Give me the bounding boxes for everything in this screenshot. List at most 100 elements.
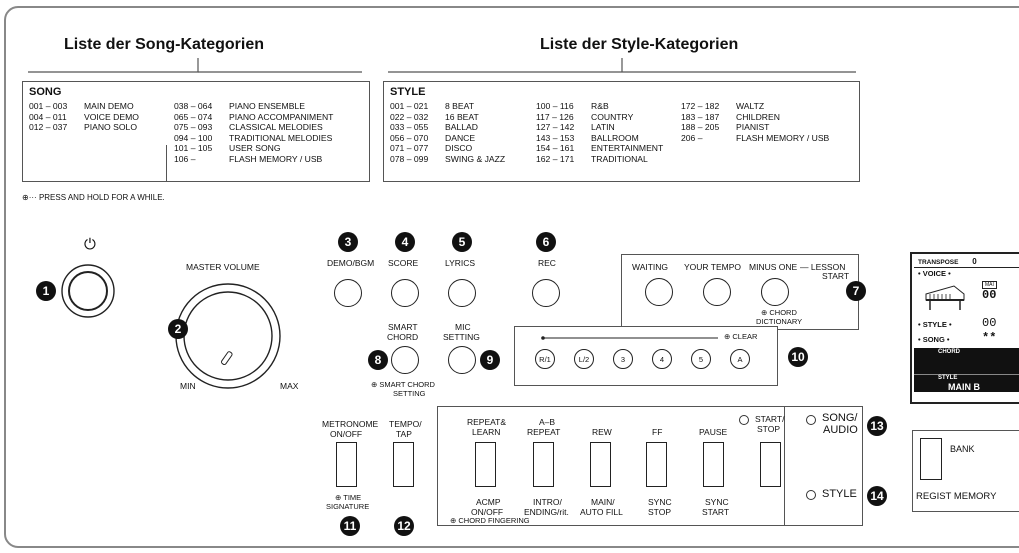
chord-dictionary-label-1: ⊕ CHORD (761, 308, 797, 317)
piano-icon (925, 285, 965, 310)
lcd-voice-label: • VOICE • (918, 269, 951, 278)
acmp-label-1: ACMP (476, 497, 501, 507)
sync-stop-label-2: STOP (648, 507, 671, 517)
lcd-style-bar: STYLE MAIN B (914, 374, 1019, 392)
your-tempo-button[interactable] (703, 278, 731, 306)
category-name: ENTERTAINMENT (591, 143, 664, 154)
ab-repeat-button[interactable] (533, 442, 554, 487)
lcd-song-label: • SONG • (918, 335, 950, 344)
chord-dictionary-label-2: DICTIONARY (756, 317, 803, 326)
rec-button[interactable] (532, 279, 560, 307)
clear-label: ⊕ CLEAR (724, 332, 758, 341)
score-button[interactable] (391, 279, 419, 307)
metronome-label-1: METRONOME (322, 419, 379, 429)
category-range: 094 – 100 (174, 132, 213, 143)
category-range: 117 – 126 (536, 111, 574, 122)
time-signature-label-1: ⊕ TIME (335, 493, 362, 502)
start-stop-label-1: START/ (755, 414, 785, 424)
category-name: PIANIST (736, 122, 770, 133)
regist-memory-box (912, 430, 1019, 512)
category-range: 183 – 187 (681, 111, 720, 122)
repeat-learn-label-1: REPEAT& (467, 417, 507, 427)
category-range: 188 – 205 (681, 122, 720, 133)
track-button[interactable]: A (730, 349, 750, 369)
bank-button[interactable] (920, 438, 942, 480)
song-list-box-ext (166, 145, 370, 182)
category-row: 206 –FLASH MEMORY / USB (681, 133, 829, 144)
pause-button[interactable] (703, 442, 724, 487)
waiting-button[interactable] (645, 278, 673, 306)
tempo-tap-button[interactable] (393, 442, 414, 487)
track-button[interactable]: 4 (652, 349, 672, 369)
rew-button[interactable] (590, 442, 611, 487)
track-button[interactable]: L/2 (574, 349, 594, 369)
category-name: 16 BEAT (445, 111, 479, 122)
ff-button[interactable] (646, 442, 667, 487)
start-stop-button[interactable] (760, 442, 781, 487)
waiting-label: WAITING (632, 262, 669, 272)
repeat-learn-button[interactable] (475, 442, 496, 487)
lesson-start-label-1: — LESSON (800, 262, 846, 272)
track-button[interactable]: 3 (613, 349, 633, 369)
callout-6: 6 (536, 232, 556, 252)
category-name: 8 BEAT (445, 101, 474, 111)
metronome-button[interactable] (336, 442, 357, 487)
callout-5: 5 (452, 232, 472, 252)
song-audio-label[interactable]: SONG/ AUDIO (822, 412, 858, 436)
category-name: USER SONG (229, 143, 281, 154)
style-list-title: STYLE (390, 86, 426, 98)
style-button-label[interactable]: STYLE (822, 488, 857, 500)
callout-12: 12 (394, 516, 414, 536)
category-row: 154 – 161 ENTERTAINMENT (536, 143, 663, 154)
callout-7: 7 (846, 281, 866, 301)
minus-one-button[interactable] (761, 278, 789, 306)
track-box (514, 326, 778, 386)
song-list-heading: Liste der Song-Kategorien (64, 36, 265, 53)
lcd-voice-main: MAI (982, 281, 997, 289)
start-stop-label-2: STOP (757, 424, 780, 434)
category-name: PIANO ENSEMBLE (229, 101, 305, 111)
category-name: PIANO SOLO (84, 122, 138, 133)
sync-stop-label-1: SYNC (648, 497, 672, 507)
intro-ending-label-1: INTRO/ (533, 497, 562, 507)
transport-box (437, 406, 785, 526)
category-range: 022 – 032 (390, 111, 429, 122)
power-button-graphic[interactable] (60, 262, 120, 322)
mic-setting-label-2: SETTING (443, 332, 480, 342)
song-audio-led (806, 415, 816, 425)
lcd-style-label: • STYLE • (918, 320, 952, 329)
lyrics-button[interactable] (448, 279, 476, 307)
category-name: PIANO ACCOMPANIMENT (229, 111, 334, 122)
category-range: 162 – 171 (536, 153, 575, 164)
rew-label: REW (592, 427, 612, 437)
track-button[interactable]: R/1 (535, 349, 555, 369)
category-range: 172 – 182 (681, 101, 720, 111)
category-range: 038 – 064 (174, 101, 213, 111)
callout-13: 13 (867, 416, 887, 436)
callout-10: 10 (788, 347, 808, 367)
category-name: TRADITIONAL (591, 153, 648, 164)
track-clear-line (541, 336, 718, 340)
demo-bgm-button[interactable] (334, 279, 362, 307)
category-range: 154 – 161 (536, 143, 575, 154)
lcd-chord-label: CHORD (938, 349, 960, 355)
mic-setting-button[interactable] (448, 346, 476, 374)
callout-14: 14 (867, 486, 887, 506)
smart-chord-button[interactable] (391, 346, 419, 374)
smart-chord-label-2: CHORD (387, 332, 419, 342)
smart-chord-setting-label-2: SETTING (393, 389, 426, 398)
track-button[interactable]: 5 (691, 349, 711, 369)
master-volume-knob[interactable] (175, 282, 286, 392)
category-name: VOICE DEMO (84, 111, 139, 122)
